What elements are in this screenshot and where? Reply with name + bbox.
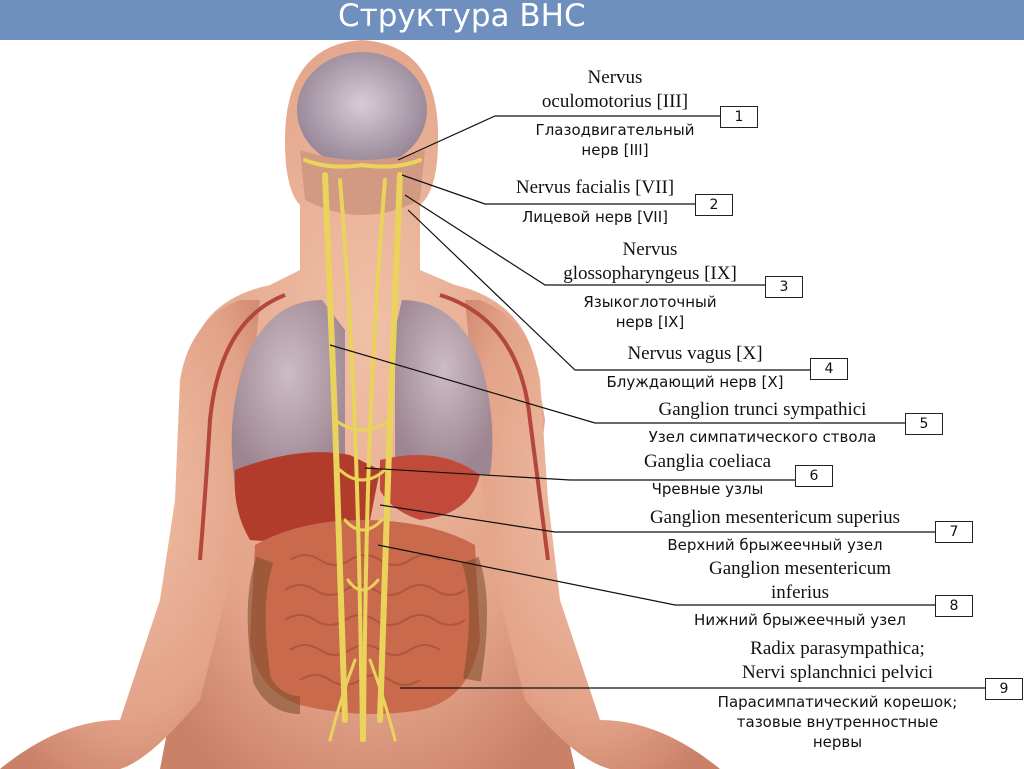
label-5-russian-line-1: Узел симпатического ствола xyxy=(648,428,877,446)
label-2-latin-line-1: Nervus facialis [VII] xyxy=(515,177,675,198)
label-9-latin-line-1: Radix parasympathica; xyxy=(750,638,925,659)
label-2-russian: Лицевой нерв [VII] xyxy=(495,207,695,227)
label-8-russian: Нижний брыжеечный узел xyxy=(665,610,935,630)
label-6-latin-line-1: Ganglia coeliaca xyxy=(643,451,772,472)
label-8-latin: Ganglion mesentericum inferius xyxy=(665,557,935,605)
label-3-latin-line-1: Nervus xyxy=(622,239,678,260)
label-1-latin: Nervus oculomotorius [III] xyxy=(510,66,720,114)
label-1-russian-line-2: нерв [III] xyxy=(581,141,649,159)
label-3-russian-line-2: нерв [IX] xyxy=(615,313,685,331)
label-3-russian: Языкоглоточный нерв [IX] xyxy=(535,292,765,332)
label-8-russian-line-1: Нижний брыжеечный узел xyxy=(694,611,906,629)
label-3-russian-line-1: Языкоглоточный xyxy=(583,293,717,311)
label-1-number-box: 1 xyxy=(720,106,758,128)
label-6-russian-line-1: Чревные узлы xyxy=(651,480,764,498)
label-2-latin: Nervus facialis [VII] xyxy=(495,176,695,200)
label-4-latin-line-1: Nervus vagus [X] xyxy=(627,343,763,364)
label-7-latin: Ganglion mesentericum superius xyxy=(615,506,935,530)
label-5-number-box: 5 xyxy=(905,413,943,435)
label-7-russian-line-1: Верхний брыжеечный узел xyxy=(667,536,883,554)
label-5-latin-line-1: Ganglion trunci sympathici xyxy=(658,399,867,420)
stomach-shape xyxy=(380,455,480,520)
leader-lines xyxy=(329,115,985,689)
label-5-russian: Узел симпатического ствола xyxy=(620,427,905,447)
nerve-network xyxy=(303,158,422,742)
label-9-number-box: 9 xyxy=(985,678,1023,700)
label-4-latin: Nervus vagus [X] xyxy=(580,342,810,366)
label-3-latin-line-2: glossopharyngeus [IX] xyxy=(563,263,737,284)
label-6-russian: Чревные узлы xyxy=(620,479,795,499)
label-9-latin: Radix parasympathica; Nervi splanchnici … xyxy=(690,637,985,685)
anatomy-figure xyxy=(0,40,985,769)
label-9-latin-line-2: Nervi splanchnici pelvici xyxy=(742,662,933,683)
right-lung-shape xyxy=(395,300,493,475)
slide-title: Структура ВНС xyxy=(338,0,586,34)
label-5-latin: Ganglion trunci sympathici xyxy=(620,398,905,422)
label-7-russian: Верхний брыжеечный узел xyxy=(615,535,935,555)
label-9-russian-line-2: тазовые внутренностные xyxy=(736,713,939,731)
label-1-latin-line-2: oculomotorius [III] xyxy=(541,91,689,112)
label-3-number-box: 3 xyxy=(765,276,803,298)
left-lung-shape xyxy=(231,300,345,485)
label-9-russian-line-3: нервы xyxy=(812,733,863,751)
label-4-number-box: 4 xyxy=(810,358,848,380)
label-6-latin: Ganglia coeliaca xyxy=(620,450,795,474)
label-8-number-box: 8 xyxy=(935,595,973,617)
label-1-latin-line-1: Nervus xyxy=(587,67,643,88)
title-bar: Структура ВНС xyxy=(0,0,1024,40)
label-3-latin: Nervus glossopharyngeus [IX] xyxy=(535,238,765,286)
label-4-russian: Блуждающий нерв [X] xyxy=(580,372,810,392)
label-8-latin-line-2: inferius xyxy=(770,582,830,603)
label-4-russian-line-1: Блуждающий нерв [X] xyxy=(606,373,784,391)
label-2-russian-line-1: Лицевой нерв [VII] xyxy=(522,208,668,226)
label-6-number-box: 6 xyxy=(795,465,833,487)
label-2-number-box: 2 xyxy=(695,194,733,216)
label-1-russian: Глазодвигательный нерв [III] xyxy=(510,120,720,160)
label-1-russian-line-1: Глазодвигательный xyxy=(535,121,695,139)
label-9-russian-line-1: Парасимпатический корешок; xyxy=(717,693,958,711)
label-7-latin-line-1: Ganglion mesentericum superius xyxy=(649,507,901,528)
brain-shape xyxy=(297,52,427,168)
label-9-russian: Парасимпатический корешок; тазовые внутр… xyxy=(690,692,985,752)
label-7-number-box: 7 xyxy=(935,521,973,543)
label-8-latin-line-1: Ganglion mesentericum xyxy=(708,558,892,579)
